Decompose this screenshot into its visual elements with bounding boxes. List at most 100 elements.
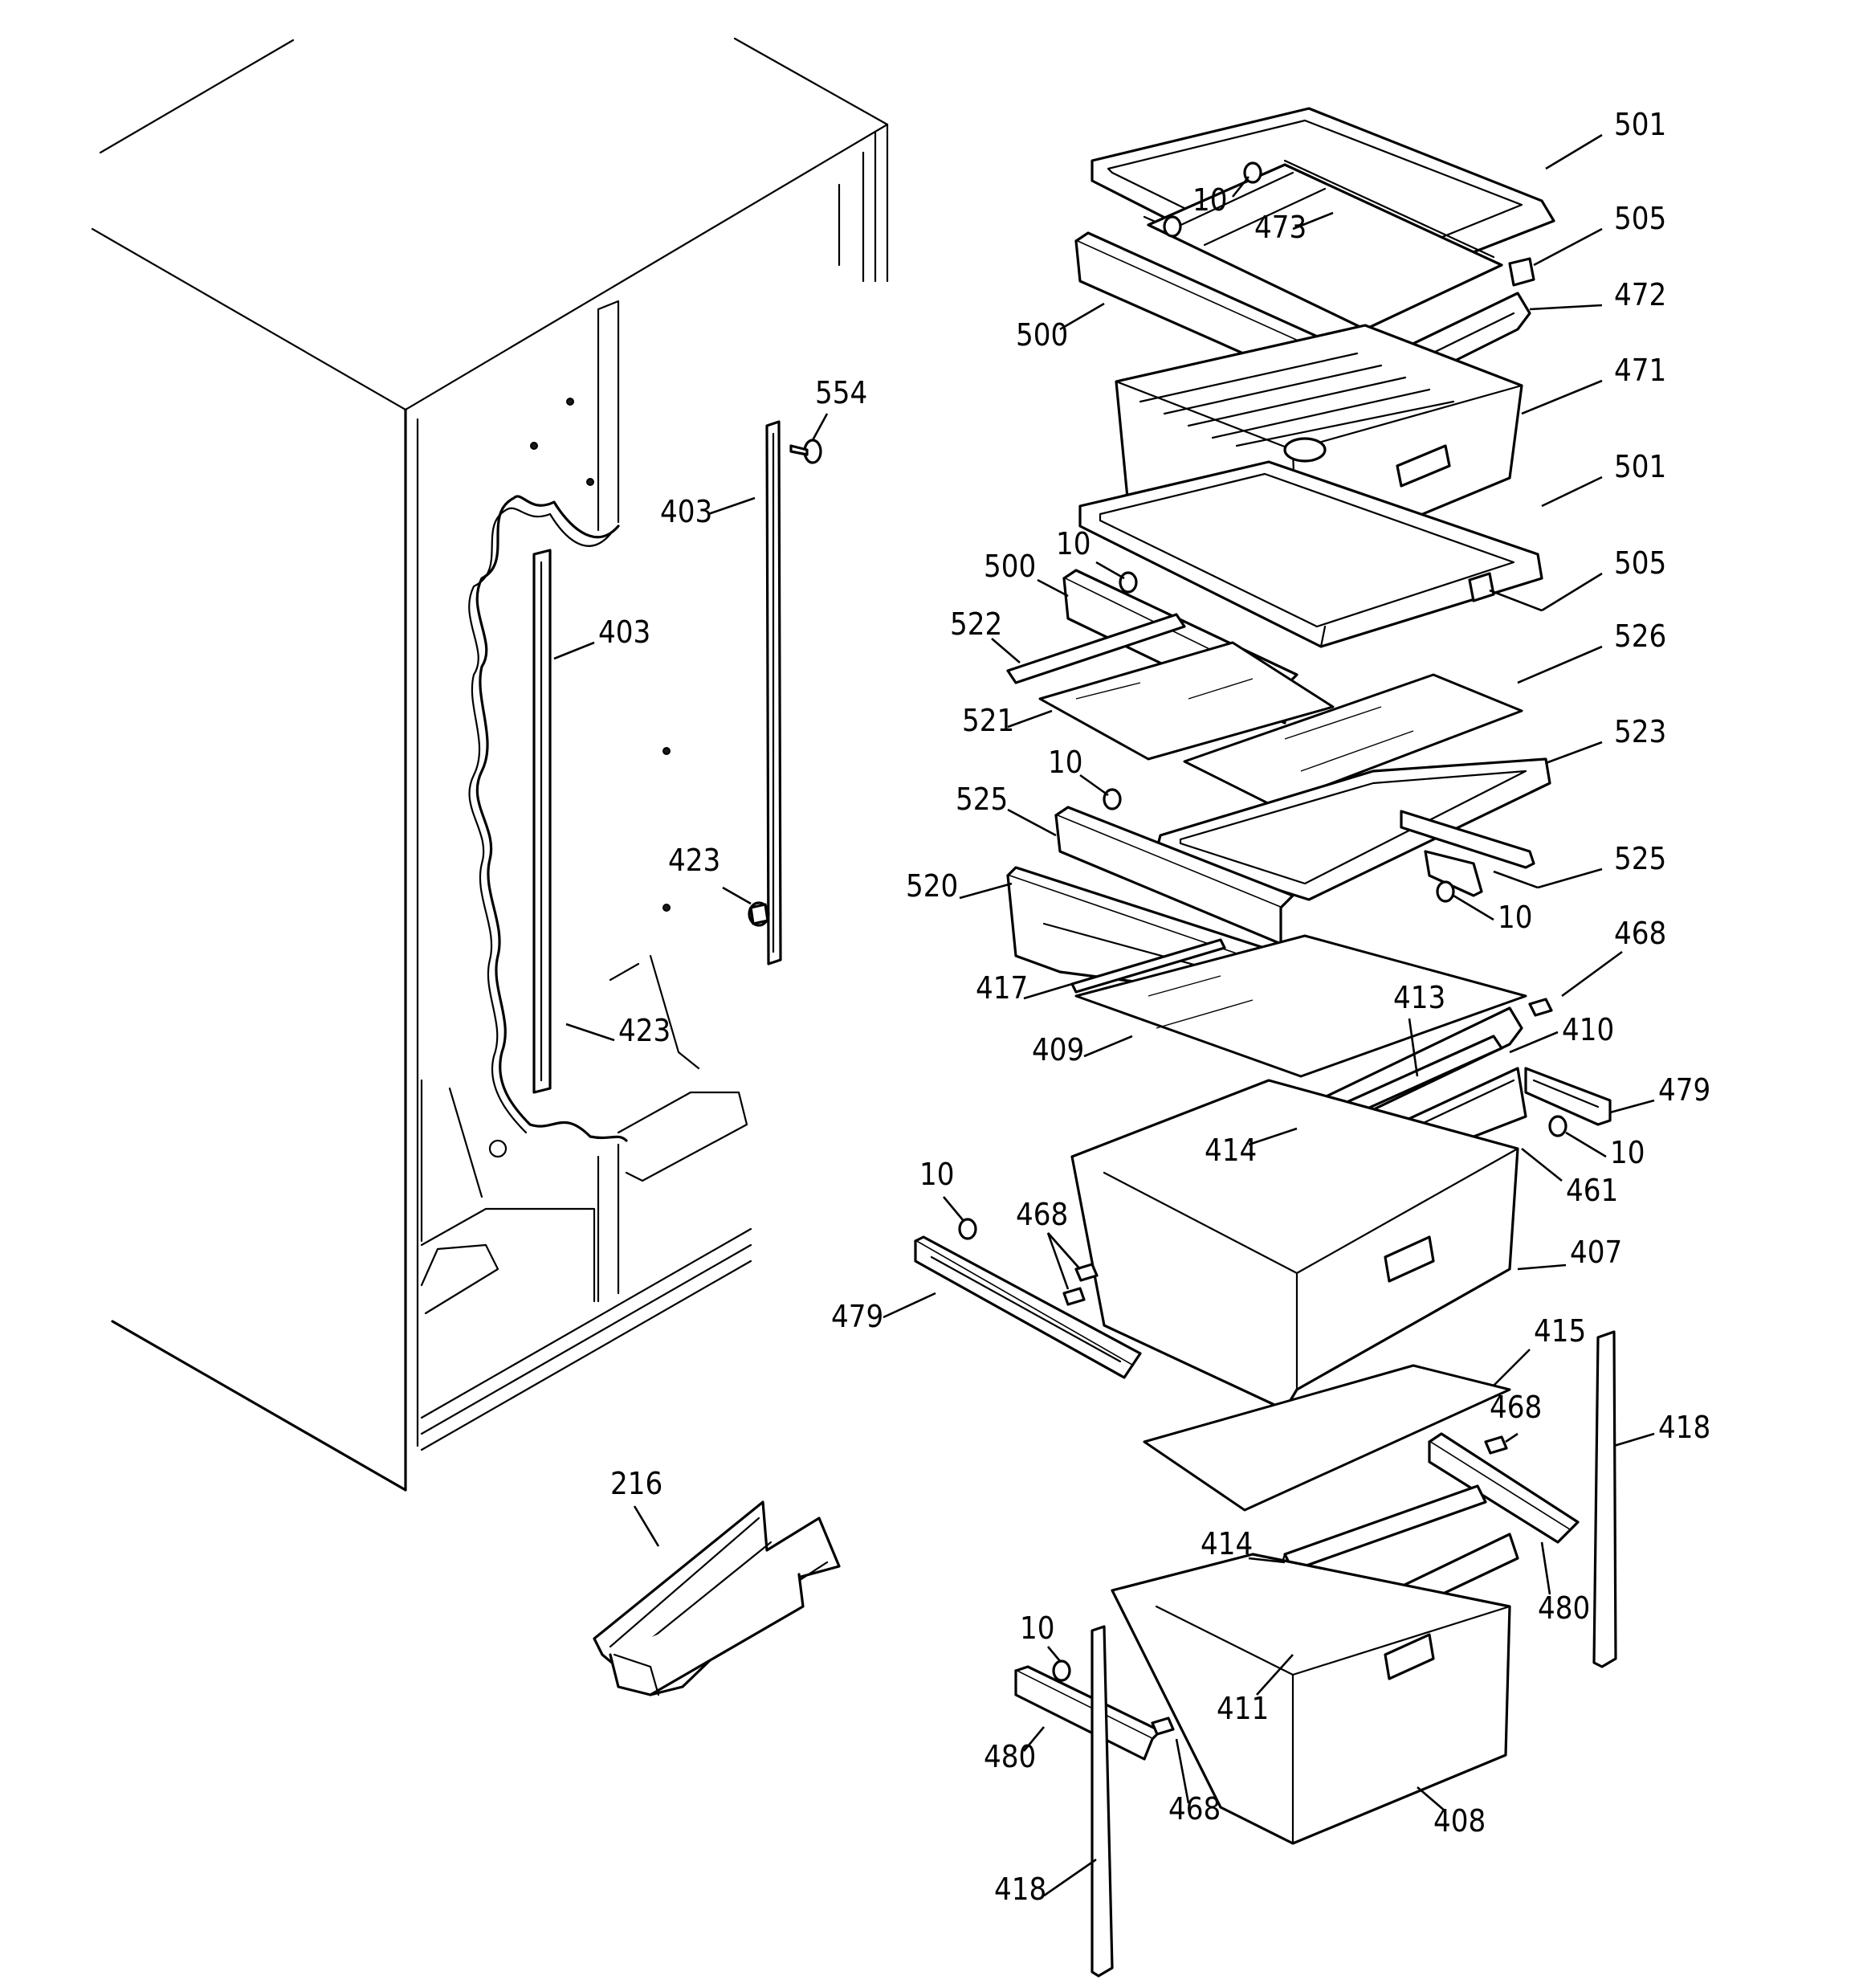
part-callout-505: 505: [1614, 201, 1666, 236]
leader-line-468: [1175, 1738, 1190, 1804]
drawer-407: [1070, 1079, 1519, 1411]
screw-10-479-right: [1548, 1115, 1567, 1137]
leader-line-10: [1453, 894, 1494, 921]
part-callout-423: 423: [618, 1013, 671, 1048]
screw-10-479-left: [958, 1218, 977, 1240]
door-bin-216: [593, 1500, 841, 1696]
part-callout-501: 501: [1614, 449, 1666, 484]
leader-line-505: [1533, 227, 1603, 267]
leader-line-472: [1529, 304, 1603, 311]
part-callout-522: 522: [950, 606, 1002, 642]
slide-rail-480-right: [1428, 1432, 1580, 1544]
part-callout-10: 10: [1020, 1610, 1055, 1646]
leader-line-500: [1059, 302, 1105, 331]
leader-line-408: [1417, 1786, 1446, 1812]
leader-line-525: [1537, 867, 1603, 889]
part-callout-480: 480: [984, 1739, 1036, 1774]
bracket-505-middle: [1468, 572, 1495, 602]
part-callout-500: 500: [1016, 317, 1068, 353]
drawer-408: [1111, 1553, 1511, 1845]
part-callout-407: 407: [1570, 1235, 1622, 1270]
part-callout-10: 10: [1048, 745, 1083, 780]
part-callout-10: 10: [919, 1157, 955, 1192]
leader-line-417: [1023, 982, 1073, 1000]
leader-line-522: [991, 638, 1021, 663]
part-callout-521: 521: [962, 703, 1014, 738]
leader-line-468: [1046, 1232, 1070, 1290]
part-callout-505: 505: [1614, 545, 1666, 581]
leader-line-525: [1493, 870, 1539, 889]
leader-line-10: [1079, 774, 1109, 797]
part-callout-554: 554: [815, 375, 867, 410]
leader-line-10: [1047, 1646, 1061, 1662]
part-callout-414: 414: [1205, 1133, 1257, 1168]
part-callout-468: 468: [1614, 916, 1666, 951]
part-callout-403: 403: [660, 494, 712, 529]
leader-line-523: [1545, 741, 1603, 765]
bracket-505-top: [1508, 257, 1535, 287]
leader-line-500: [1037, 578, 1069, 598]
part-callout-410: 410: [1562, 1012, 1614, 1047]
part-callout-413: 413: [1393, 980, 1445, 1015]
part-callout-526: 526: [1614, 618, 1666, 654]
part-callout-472: 472: [1614, 277, 1666, 312]
leader-line-418: [1043, 1858, 1097, 1897]
part-callout-500: 500: [984, 549, 1036, 584]
part-callout-423: 423: [668, 843, 720, 878]
screw-10-480-left: [1052, 1659, 1071, 1682]
part-callout-479: 479: [1658, 1072, 1710, 1108]
stop-468-upper-right: [1528, 998, 1553, 1017]
leader-line-480: [1023, 1726, 1045, 1752]
part-callout-501: 501: [1614, 107, 1666, 142]
leader-line-468: [1505, 1432, 1519, 1443]
glass-shelf-415: [1143, 1364, 1511, 1512]
leader-line-216: [633, 1505, 660, 1547]
leader-line-525: [1007, 808, 1057, 837]
part-callout-468: 468: [1168, 1791, 1221, 1827]
part-callout-417: 417: [976, 970, 1028, 1006]
shelf-bracket-525-right: [1400, 810, 1535, 897]
leader-line-10: [1565, 1131, 1607, 1158]
leader-line-461: [1521, 1147, 1563, 1182]
part-callout-468: 468: [1016, 1197, 1068, 1232]
trim-418-right: [1592, 1330, 1617, 1668]
leader-line-501: [1545, 133, 1603, 170]
shelf-support-473: [1147, 159, 1503, 331]
leader-line-407: [1517, 1263, 1567, 1271]
rail-417: [1070, 938, 1226, 994]
part-callout-216: 216: [610, 1466, 662, 1501]
shelf-bracket-525-left: [1054, 806, 1294, 945]
part-callout-414: 414: [1201, 1526, 1253, 1561]
leader-line-423: [565, 1023, 615, 1042]
leader-line-479: [883, 1292, 936, 1319]
leader-line-501: [1541, 476, 1603, 508]
leader-line-473: [1292, 211, 1334, 231]
part-callout-479: 479: [831, 1299, 883, 1334]
refrigerator-cabinet: [91, 37, 889, 1492]
leader-line-505: [1541, 572, 1603, 612]
leader-line-520: [959, 882, 1013, 900]
part-callout-10: 10: [1610, 1135, 1645, 1170]
leader-line-415: [1493, 1349, 1531, 1386]
rail-522: [1006, 613, 1186, 684]
part-callout-10: 10: [1056, 526, 1091, 561]
leader-line-10: [1231, 176, 1250, 198]
leader-line-10: [1095, 561, 1125, 580]
part-callout-480: 480: [1538, 1590, 1590, 1626]
leader-line-409: [1083, 1035, 1133, 1058]
part-callout-461: 461: [1566, 1173, 1618, 1208]
part-callout-10: 10: [1498, 900, 1533, 935]
leader-line-468: [1561, 950, 1623, 998]
trim-418-left: [1090, 1625, 1114, 1978]
part-callout-411: 411: [1217, 1691, 1269, 1726]
part-callout-10: 10: [1192, 182, 1228, 218]
slide-rail-479-right: [1524, 1067, 1612, 1126]
part-callout-525: 525: [1614, 841, 1666, 876]
leader-line-526: [1517, 645, 1603, 684]
part-callout-408: 408: [1433, 1803, 1486, 1839]
shelf-rail-403-right: [765, 420, 782, 965]
stops-468-left: [1062, 1263, 1099, 1306]
